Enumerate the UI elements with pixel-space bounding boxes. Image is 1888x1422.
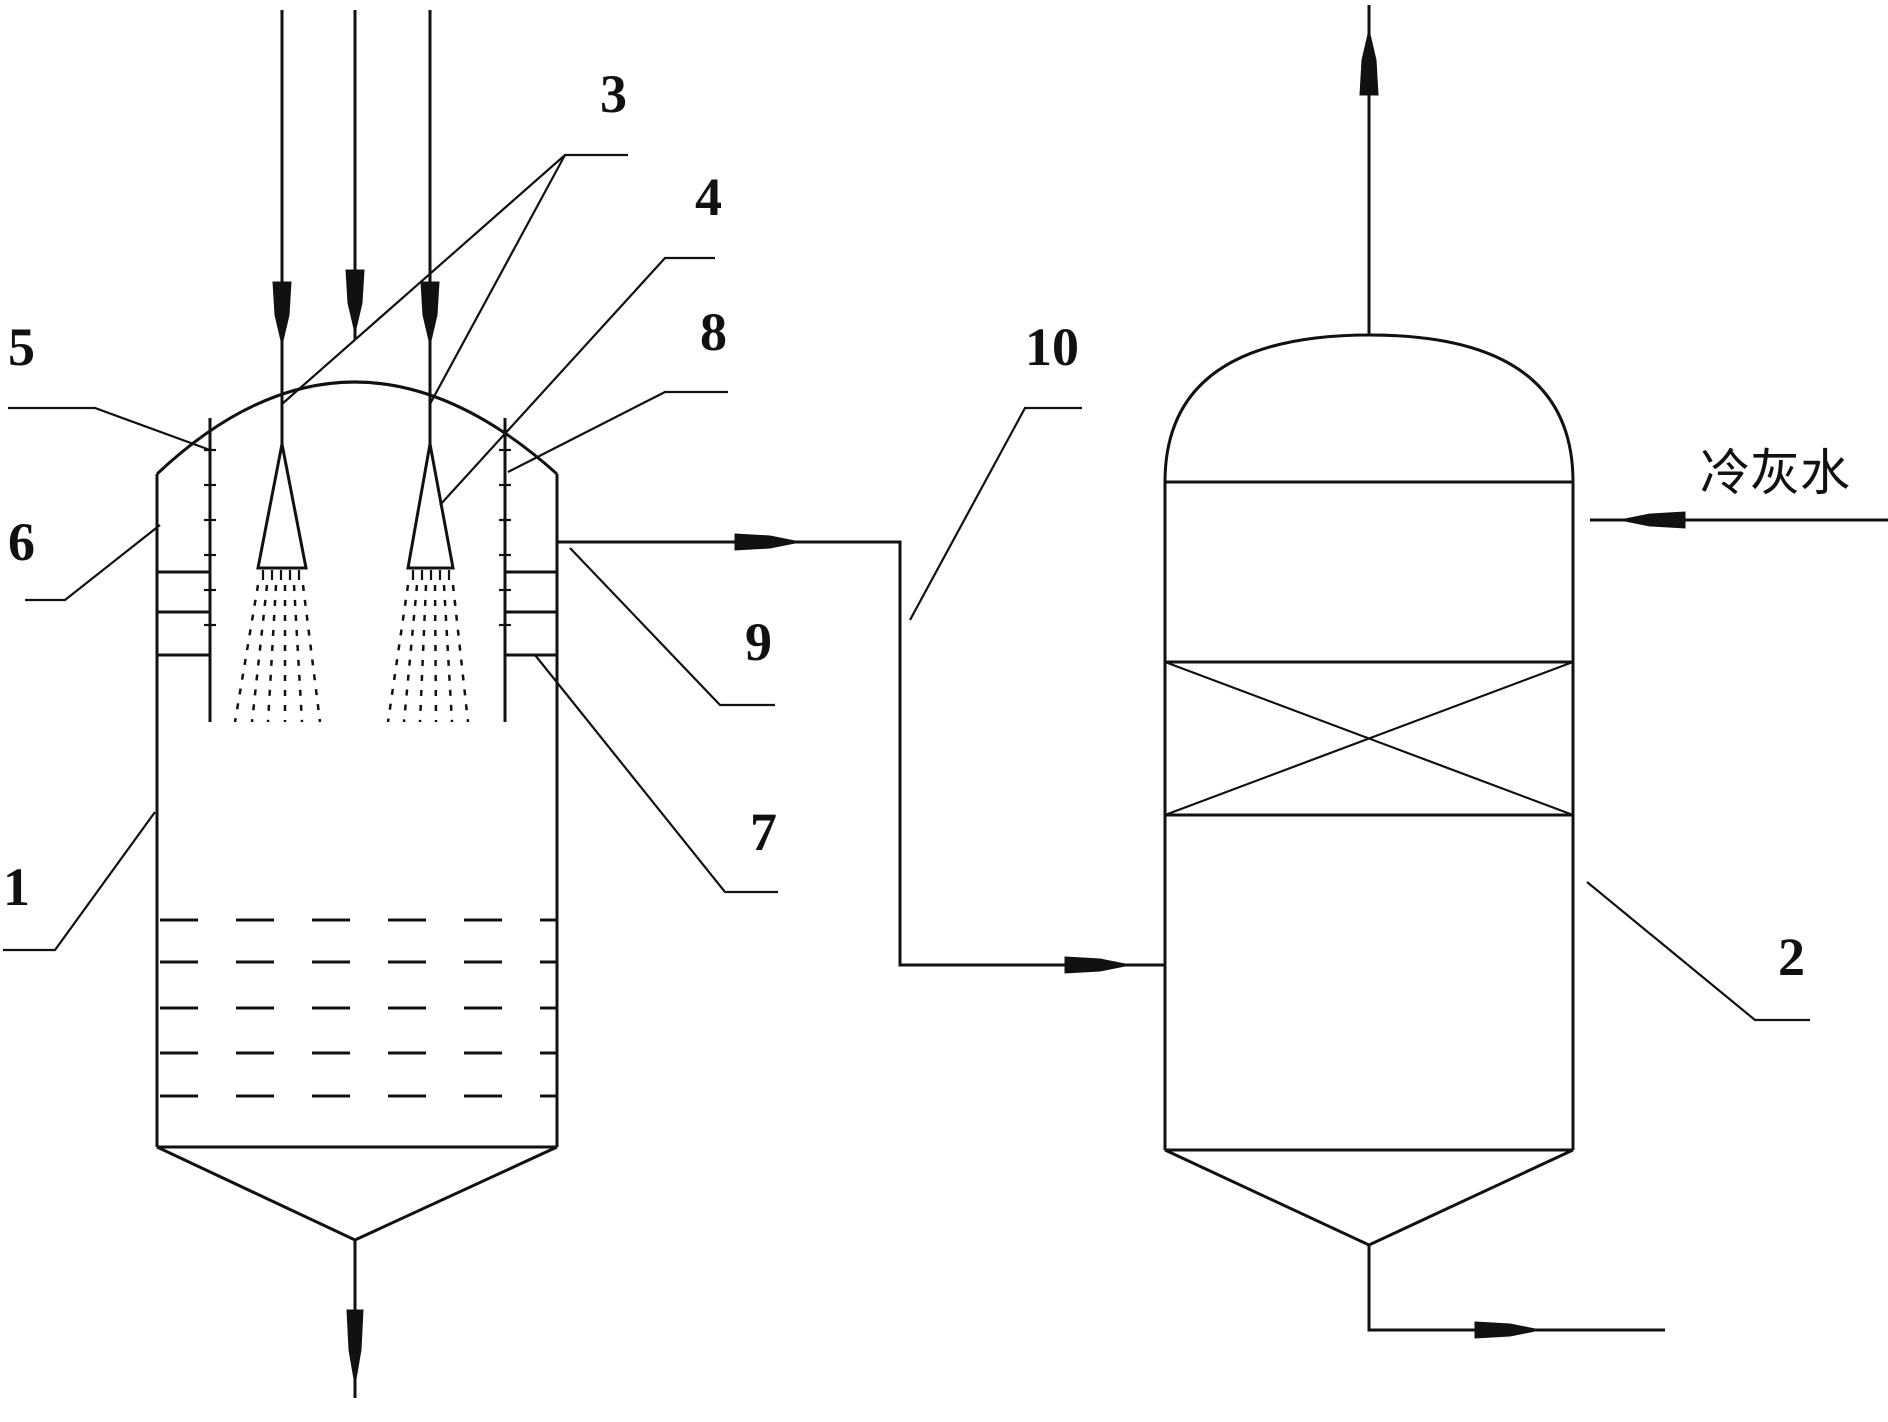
transfer-pipe-arrow-1-icon — [734, 533, 801, 551]
feed-pipes — [272, 10, 440, 444]
leader-10 — [909, 406, 1082, 621]
labels: 3 4 8 5 6 9 7 1 10 2 冷灰水 — [3, 64, 1850, 987]
right-burner-nozzle — [406, 443, 455, 570]
bottom-outlet-arrow-2-icon — [1474, 1321, 1541, 1339]
vessel-2-cone — [1164, 1148, 1574, 1247]
inner-tubes — [157, 418, 557, 722]
top-outlet-arrow-icon — [1359, 29, 1379, 96]
label-9: 9 — [745, 612, 772, 672]
transfer-pipe — [557, 540, 1165, 967]
vessel-2-dome — [1163, 333, 1575, 483]
label-8: 8 — [700, 302, 727, 362]
right-tube-ticks — [499, 448, 511, 627]
label-10: 10 — [1025, 317, 1079, 377]
vessel-1-cone — [156, 1145, 558, 1242]
label-6: 6 — [8, 512, 35, 572]
left-spray — [233, 584, 322, 723]
leader-7 — [534, 654, 778, 894]
leader-3b — [429, 154, 566, 405]
pipe-10 — [557, 533, 1165, 974]
left-trays — [157, 570, 210, 657]
leader-2 — [1586, 881, 1810, 1022]
center-feed-arrow-icon — [345, 269, 365, 334]
right-nozzle-tips — [411, 570, 451, 580]
leader-1 — [3, 811, 156, 952]
transfer-pipe-arrow-2-icon — [1064, 956, 1131, 974]
label-4: 4 — [695, 167, 722, 227]
leader-3a — [281, 153, 628, 405]
label-1: 1 — [3, 857, 30, 917]
label-2: 2 — [1778, 927, 1805, 987]
leader-5 — [8, 406, 211, 452]
right-spray — [386, 584, 470, 723]
vessel-2-bottom-outlet — [1367, 1245, 1665, 1332]
leader-4 — [439, 256, 715, 506]
vessel-1 — [155, 380, 559, 1398]
leader-9 — [569, 547, 775, 707]
label-5: 5 — [8, 317, 35, 377]
leader-lines — [3, 153, 1810, 1022]
vessel-2 — [1163, 5, 1888, 1339]
cold-ash-water-arrow-icon — [1619, 511, 1686, 529]
right-feed-arrow-icon — [420, 281, 440, 346]
leader-6 — [25, 524, 161, 602]
label-7: 7 — [750, 802, 777, 862]
leader-8 — [507, 390, 728, 473]
right-trays — [505, 570, 557, 657]
vessel-1-dome — [155, 380, 559, 476]
liquid-levels — [160, 918, 557, 1098]
label-3: 3 — [600, 64, 627, 124]
cold-ash-water-label: 冷灰水 — [1700, 444, 1850, 502]
bottom-outlet-arrow-icon — [346, 1309, 364, 1386]
packing-cross-2 — [1164, 660, 1574, 817]
left-burner-nozzle — [256, 443, 308, 570]
left-nozzle-tips — [261, 570, 301, 580]
burners — [233, 443, 470, 723]
left-feed-arrow-icon — [272, 281, 292, 346]
